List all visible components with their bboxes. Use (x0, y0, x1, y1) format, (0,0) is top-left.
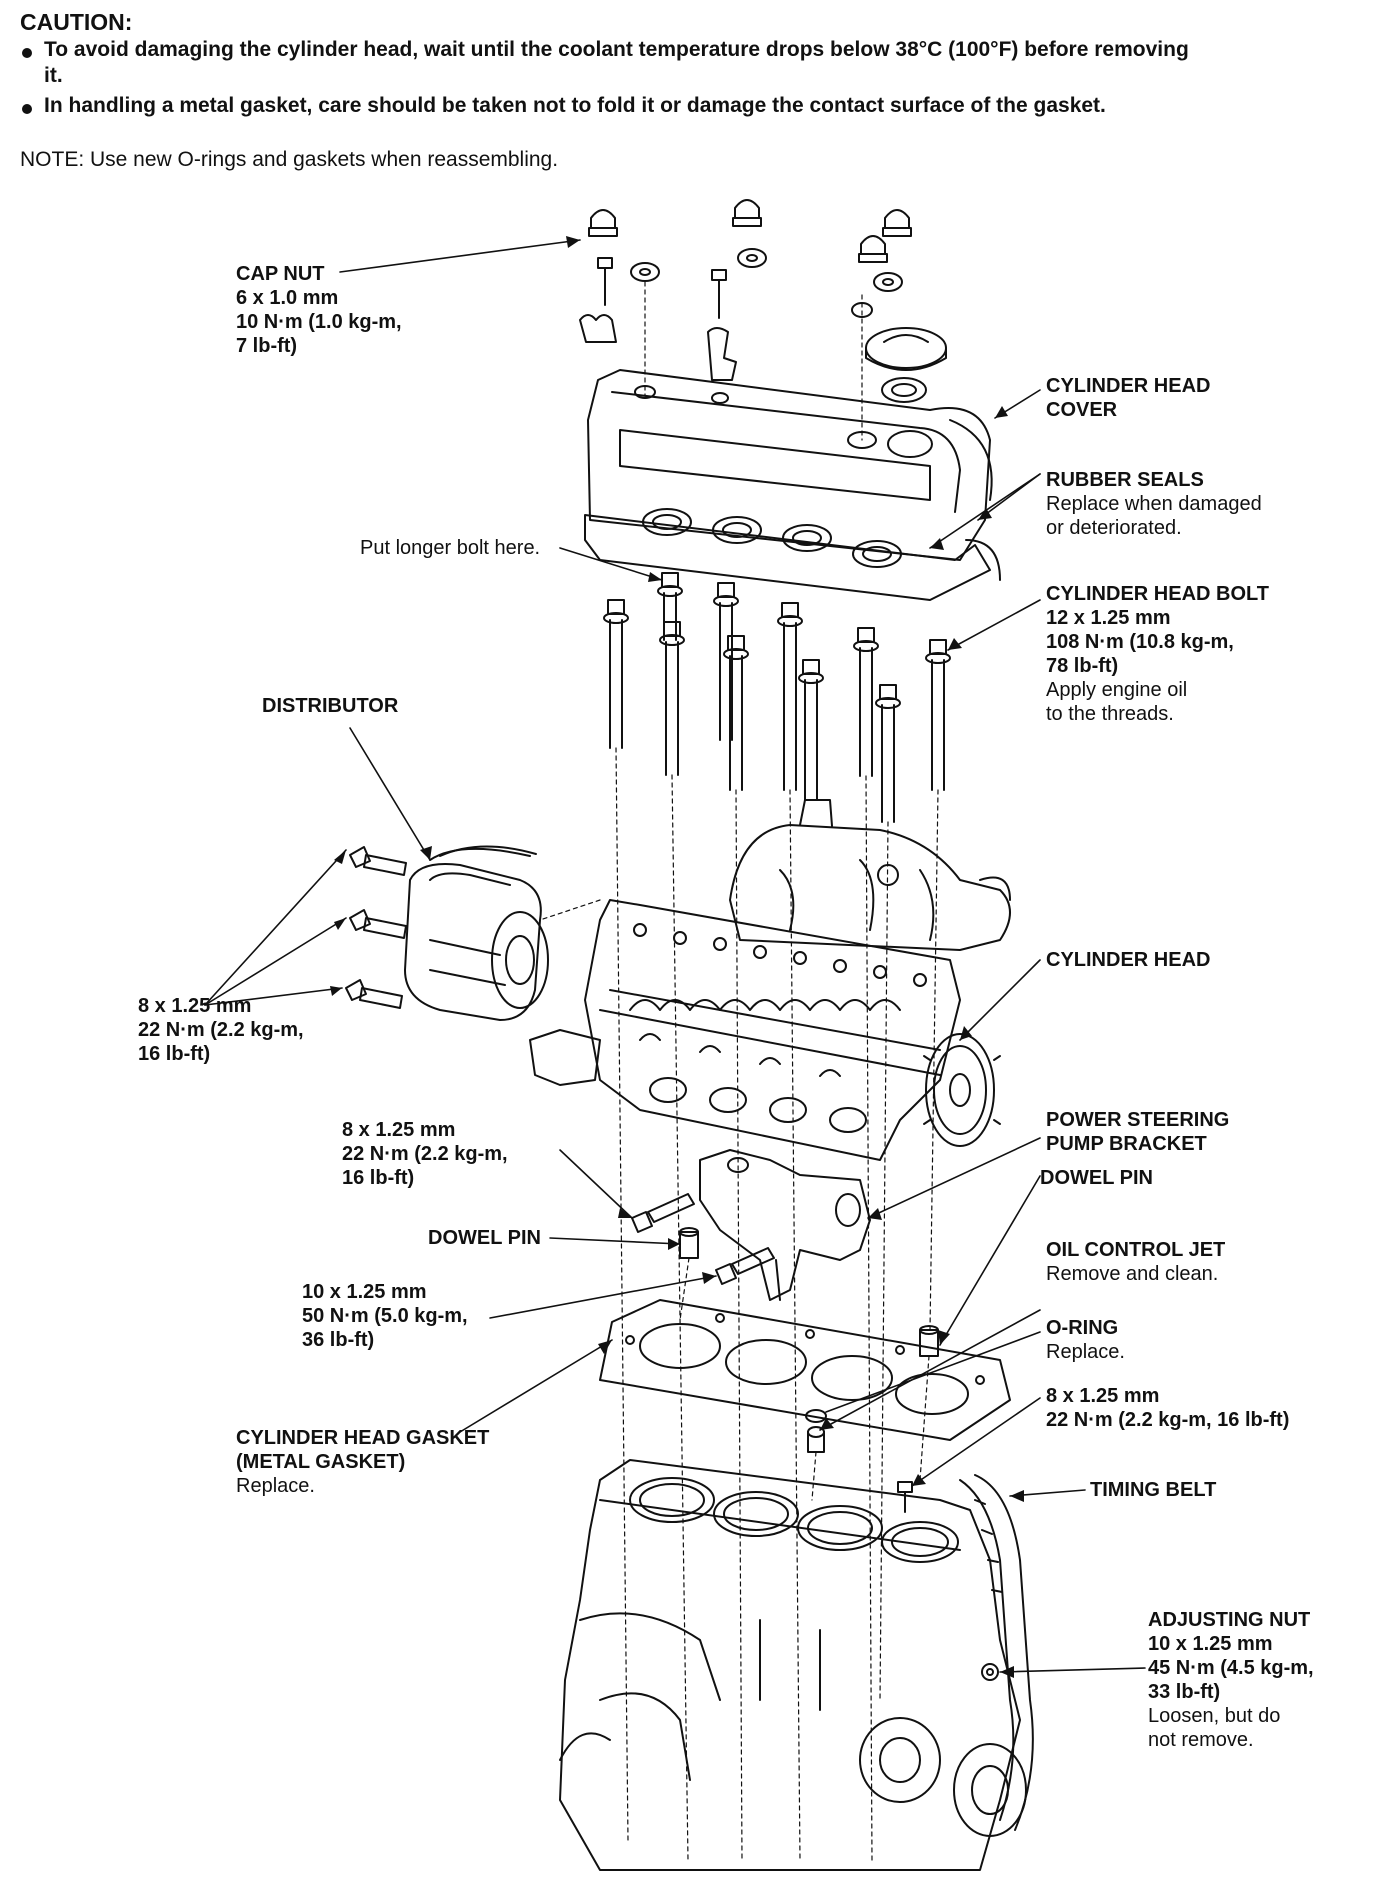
label-cylinder-head-gasket: CYLINDER HEAD GASKET (METAL GASKET) Repl… (236, 1427, 490, 1497)
harness-clip-icon (579, 314, 617, 343)
grommet-icon (630, 248, 903, 318)
timing-belt-icon (959, 1474, 1034, 1831)
camshaft-sprocket-icon (923, 1033, 1001, 1147)
leader-lines (204, 239, 1146, 1673)
bullet-icon (22, 104, 32, 114)
label-timing-belt: TIMING BELT (1090, 1479, 1217, 1501)
bracket-bolt-icon (631, 1193, 695, 1233)
cap-nut-icon (588, 199, 912, 263)
caution-title: CAUTION: (20, 9, 133, 35)
note-text: NOTE: Use new O-rings and gaskets when r… (20, 148, 559, 171)
label-cylinder-head-cover: CYLINDER HEAD COVER (1046, 375, 1211, 421)
cylinder-head-bolt-icon (603, 572, 951, 823)
label-longer-bolt: Put longer bolt here. (360, 537, 541, 559)
arrowheads (330, 236, 1024, 1678)
power-steering-bracket-icon (699, 1149, 871, 1301)
cover-gasket-icon (584, 508, 991, 601)
caution-bullet-1-line-2: it. (44, 64, 63, 87)
oil-jet-bolt-icon (715, 1247, 775, 1285)
label-oil-jet-bolt: 10 x 1.25 mm 50 N·m (5.0 kg-m, 36 lb-ft) (302, 1281, 468, 1351)
label-adjusting-nut: ADJUSTING NUT 10 x 1.25 mm 45 N·m (4.5 k… (1148, 1609, 1314, 1751)
label-bracket-bolt: 8 x 1.25 mm 22 N·m (2.2 kg-m, 16 lb-ft) (342, 1119, 508, 1189)
label-distributor-bolts: 8 x 1.25 mm 22 N·m (2.2 kg-m, 16 lb-ft) (138, 995, 304, 1065)
bullet-icon (22, 48, 32, 58)
adjusting-nut-icon (981, 1663, 999, 1681)
distributor-icon (404, 845, 549, 1021)
small-bolt-icon (597, 257, 727, 319)
distributor-bolt-icon (345, 846, 407, 1009)
engine-block-icon (559, 1459, 1027, 1871)
cylinder-head-icon (529, 899, 961, 1161)
oil-filler-cap-icon (865, 327, 947, 403)
harness-clip-icon (707, 327, 737, 381)
cylinder-head-gasket-icon (599, 1299, 1011, 1441)
caution-bullet-1-line-1: To avoid damaging the cylinder head, wai… (44, 38, 1189, 61)
label-rubber-seals: RUBBER SEALS Replace when damaged or det… (1046, 469, 1262, 539)
alignment-guide-lines (539, 281, 939, 1861)
caution-bullet-2: In handling a metal gasket, care should … (44, 94, 1106, 117)
label-dowel-pin-left: DOWEL PIN (428, 1227, 541, 1249)
label-cylinder-head-bolt: CYLINDER HEAD BOLT 12 x 1.25 mm 108 N·m … (1046, 583, 1269, 725)
camshaft-lobes-icon (629, 999, 901, 1077)
label-cylinder-head: CYLINDER HEAD (1046, 949, 1211, 971)
label-cap-nut: CAP NUT 6 x 1.0 mm 10 N·m (1.0 kg-m, 7 l… (236, 263, 402, 357)
label-tensioner-bolt: 8 x 1.25 mm 22 N·m (2.2 kg-m, 16 lb-ft) (1046, 1385, 1290, 1431)
label-oil-control-jet: OIL CONTROL JET Remove and clean. (1046, 1239, 1226, 1285)
label-power-steering-bracket: POWER STEERING PUMP BRACKET (1046, 1109, 1230, 1155)
label-distributor: DISTRIBUTOR (262, 695, 399, 717)
label-o-ring: O-RING Replace. (1046, 1317, 1125, 1363)
label-dowel-pin-right: DOWEL PIN (1040, 1167, 1153, 1189)
dowel-pin-icon (679, 1227, 939, 1357)
